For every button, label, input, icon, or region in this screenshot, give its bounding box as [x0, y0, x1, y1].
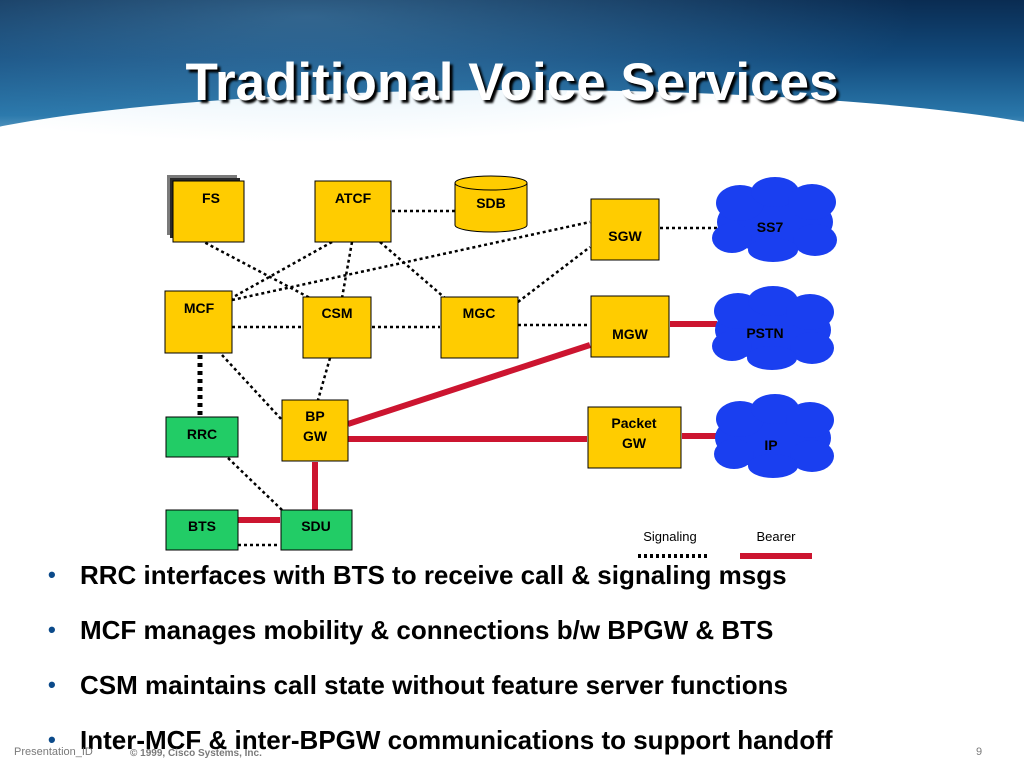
sdb-label: SDB: [476, 195, 506, 211]
legend-bearer-label: Bearer: [756, 529, 796, 544]
sdb-database: SDB: [454, 175, 528, 233]
bpgw-label-line2: GW: [303, 428, 328, 444]
packetgw-node: Packet GW: [587, 406, 682, 469]
bullet-text: RRC interfaces with BTS to receive call …: [80, 560, 787, 590]
footer-copyright: © 1999, Cisco Systems, Inc.: [130, 748, 262, 759]
bullet-icon: •: [48, 617, 56, 642]
pstn-label: PSTN: [746, 325, 783, 341]
csm-label: CSM: [321, 305, 352, 321]
bullet-icon: •: [48, 562, 56, 587]
link-mcf-bpgw: [221, 354, 283, 421]
csm-node: CSM: [302, 296, 372, 359]
fs-label: FS: [202, 190, 220, 206]
fs-node: FS: [167, 175, 245, 243]
bullet-text: CSM maintains call state without feature…: [80, 670, 788, 700]
ss7-cloud: SS7: [712, 177, 837, 262]
atcf-node: ATCF: [314, 180, 392, 243]
signaling-links: [199, 209, 717, 547]
footer-page-number: 9: [976, 746, 983, 758]
legend-signaling-label: Signaling: [643, 529, 697, 544]
bpgw-label-line1: BP: [305, 408, 324, 424]
bullet-icon: •: [48, 727, 56, 752]
bpgw-node: BP GW: [281, 399, 349, 462]
link-rrc-sdu: [227, 457, 283, 511]
link-atcf-mcf: [227, 240, 333, 302]
sgw-label: SGW: [608, 228, 642, 244]
bts-node: BTS: [165, 509, 239, 551]
bullet-list: • RRC interfaces with BTS to receive call…: [48, 558, 833, 778]
bullet-item: • RRC interfaces with BTS to receive call…: [48, 558, 833, 613]
packetgw-label-line2: GW: [622, 435, 647, 451]
bts-label: BTS: [188, 518, 216, 534]
rrc-node: RRC: [165, 416, 239, 458]
bullet-icon: •: [48, 672, 56, 697]
footer-presentation-id: Presentation_ID: [14, 746, 93, 758]
bearer-links: [238, 321, 718, 523]
page-title: Traditional Voice Services: [185, 53, 839, 112]
bullet-item: • Inter-MCF & inter-BPGW communications t…: [48, 723, 833, 778]
title-banner: [0, 0, 1024, 165]
rrc-label: RRC: [187, 426, 217, 442]
legend: Signaling Bearer: [638, 529, 812, 559]
pstn-cloud: PSTN: [712, 286, 834, 370]
mcf-node: MCF: [164, 290, 233, 354]
link-fs-csm: [199, 238, 311, 300]
packetgw-label-line1: Packet: [611, 415, 656, 431]
sgw-node: SGW: [590, 198, 660, 261]
mgw-label: MGW: [612, 326, 649, 342]
link-mcf-sgw: [231, 220, 591, 302]
ip-label: IP: [764, 437, 777, 453]
link-mgc-sgw: [517, 246, 591, 303]
bullet-text: Inter-MCF & inter-BPGW communications to…: [80, 725, 833, 755]
link-csm-bpgw: [316, 357, 332, 401]
ip-cloud: IP: [714, 394, 834, 478]
bullet-text: MCF manages mobility & connections b/w B…: [80, 615, 774, 645]
bullet-item: • CSM maintains call state without featur…: [48, 668, 833, 723]
bearer-bpgw-mgw: [347, 342, 591, 427]
link-atcf-mgc: [379, 241, 446, 299]
link-atcf-csm: [340, 241, 354, 299]
mgc-label: MGC: [463, 305, 496, 321]
sdu-label: SDU: [301, 518, 331, 534]
mgw-node: MGW: [590, 295, 670, 358]
ss7-label: SS7: [757, 219, 784, 235]
atcf-label: ATCF: [335, 190, 372, 206]
mgc-node: MGC: [440, 296, 519, 359]
mcf-label: MCF: [184, 300, 215, 316]
bullet-item: • MCF manages mobility & connections b/w …: [48, 613, 833, 668]
sdu-node: SDU: [280, 509, 353, 551]
